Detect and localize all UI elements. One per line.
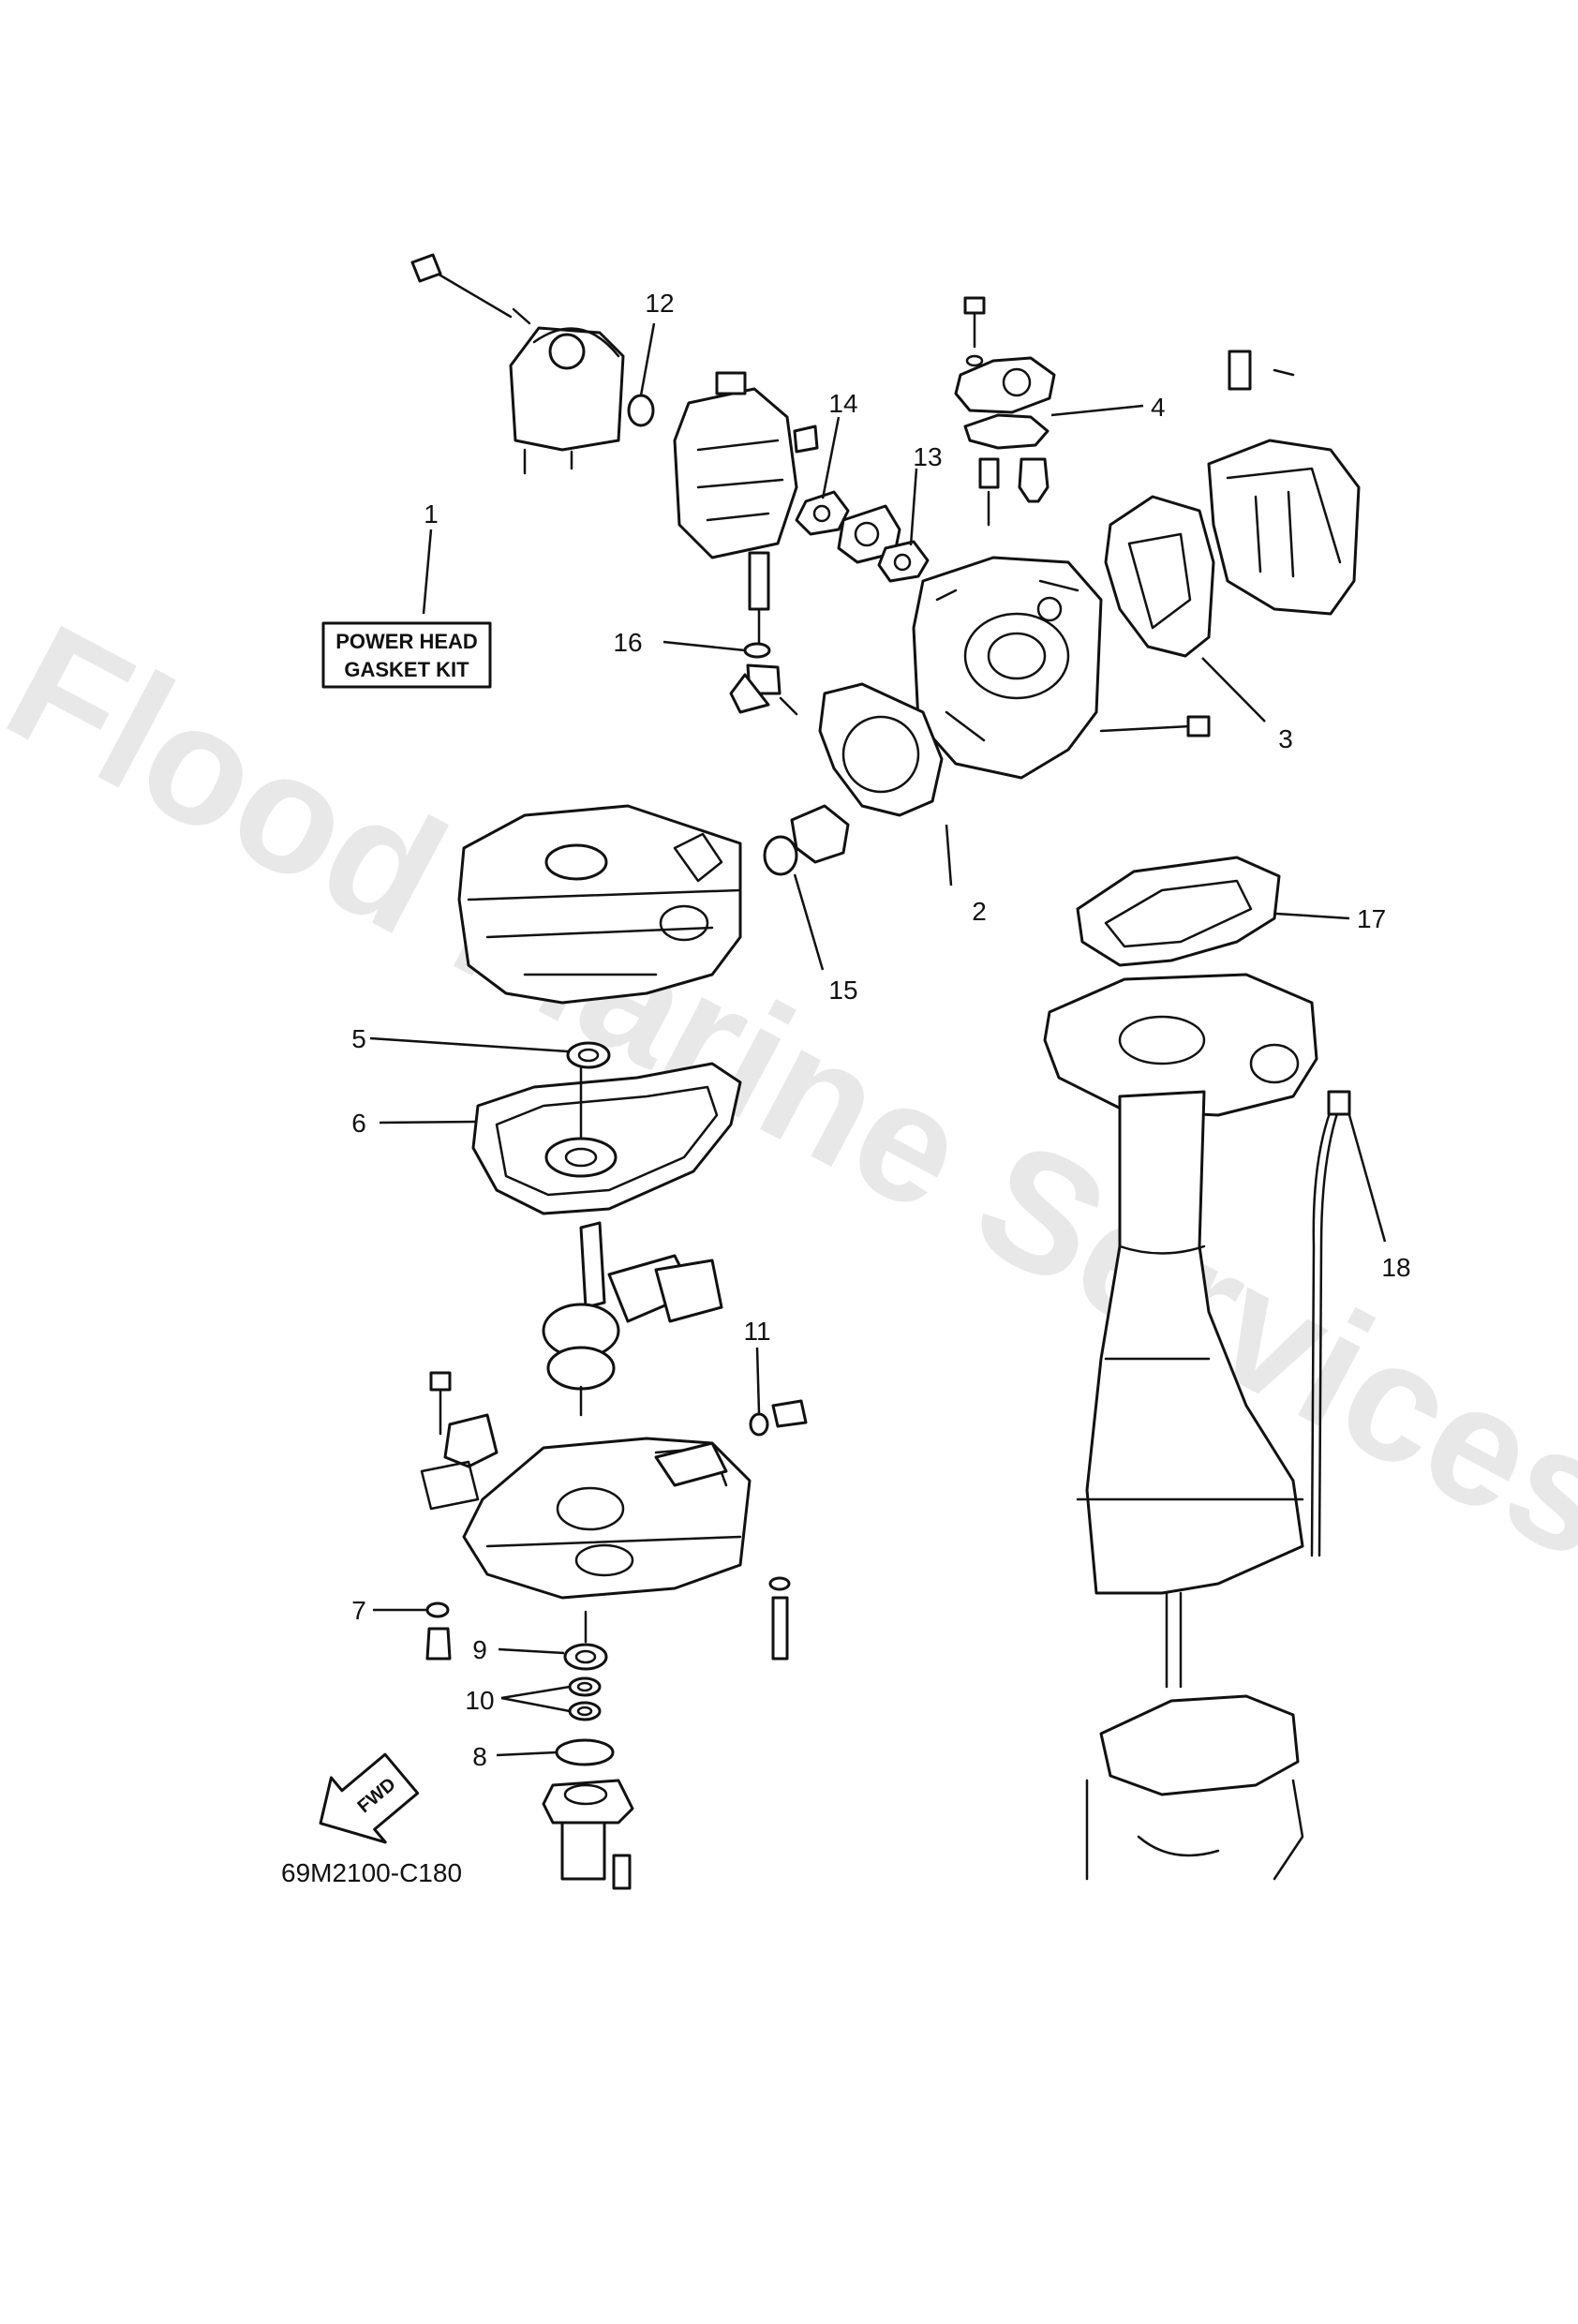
callout-6: 6 (351, 1109, 366, 1138)
head-bolt (1099, 724, 1192, 733)
drain-bolt (771, 1399, 808, 1428)
thermostat-cover (954, 296, 1056, 414)
leader-lines (369, 322, 1387, 1757)
callout-5: 5 (351, 1024, 366, 1053)
forward-arrow: FWD (319, 1752, 420, 1844)
oil-seals-10 (568, 1676, 602, 1721)
callout-10: 10 (465, 1686, 494, 1715)
callout-18: 18 (1381, 1253, 1410, 1282)
o-ring-15 (763, 835, 798, 876)
oil-seal-5 (566, 1041, 611, 1069)
fuel-pump-assembly (410, 253, 625, 475)
lower-oil-seal-housing (542, 1779, 634, 1881)
fuel-pump-gear (420, 1371, 499, 1511)
cylinder-block (457, 804, 742, 1005)
callout-12: 12 (645, 289, 674, 318)
cylinder-head (912, 556, 1103, 780)
callout-3: 3 (1278, 724, 1293, 753)
callout-16: 16 (613, 628, 642, 657)
drive-shaft-housing (1076, 1090, 1304, 1595)
head-cover-gasket-3 (1104, 495, 1215, 658)
callout-11: 11 (743, 1317, 770, 1346)
oil-seal-9 (563, 1643, 608, 1671)
thermostat-gasket-4 (963, 413, 1050, 450)
main-bearing (544, 1137, 618, 1178)
thermostat (978, 457, 1050, 527)
kit-label-line2: GASKET KIT (344, 658, 469, 681)
carburetor (673, 371, 819, 658)
crankcase-gasket-6 (471, 1062, 742, 1215)
callout-1: 1 (424, 499, 439, 529)
carburetor-gasket-14 (795, 490, 850, 536)
anode-cover (790, 804, 850, 864)
head-gasket-2 (818, 682, 944, 817)
crankcase-bolt-left (425, 1627, 452, 1661)
housing-bolt (612, 1854, 632, 1890)
callout-17: 17 (1357, 904, 1386, 933)
head-bolt-end (1186, 715, 1211, 737)
callout-2: 2 (972, 897, 987, 926)
callout-9: 9 (472, 1635, 487, 1664)
washer-right (768, 1576, 791, 1591)
callout-15: 15 (828, 976, 857, 1005)
washer-11 (749, 1412, 769, 1437)
o-ring-8 (555, 1738, 615, 1766)
callout-7: 7 (351, 1596, 366, 1625)
callout-8: 8 (472, 1742, 487, 1771)
lower-unit (1085, 1591, 1304, 1881)
exhaust-guide (1043, 973, 1318, 1117)
callout-14: 14 (828, 389, 857, 418)
gasket-kit-box: POWER HEAD GASKET KIT (321, 621, 492, 689)
callout-labels: 1 2 3 4 5 6 7 8 9 10 11 12 13 14 15 16 1… (351, 289, 1410, 1771)
choke-assembly (729, 663, 798, 716)
callout-4: 4 (1151, 393, 1166, 422)
kit-label-line1: POWER HEAD (335, 630, 478, 653)
intake-gasket-13 (877, 540, 930, 583)
washer-7 (425, 1601, 450, 1618)
pilot-hose-18 (1310, 1090, 1351, 1557)
crankshaft-piston (542, 1221, 723, 1417)
crankcase (462, 1437, 752, 1600)
o-ring-16 (743, 642, 771, 659)
exhaust-guide-gasket-17 (1076, 856, 1281, 967)
callout-13: 13 (913, 442, 942, 471)
o-ring-12 (627, 394, 655, 427)
cylinder-head-cover (1207, 350, 1361, 616)
crankcase-bolt-right (771, 1596, 789, 1661)
diagram-code: 69M2100-C180 (281, 1858, 462, 1887)
